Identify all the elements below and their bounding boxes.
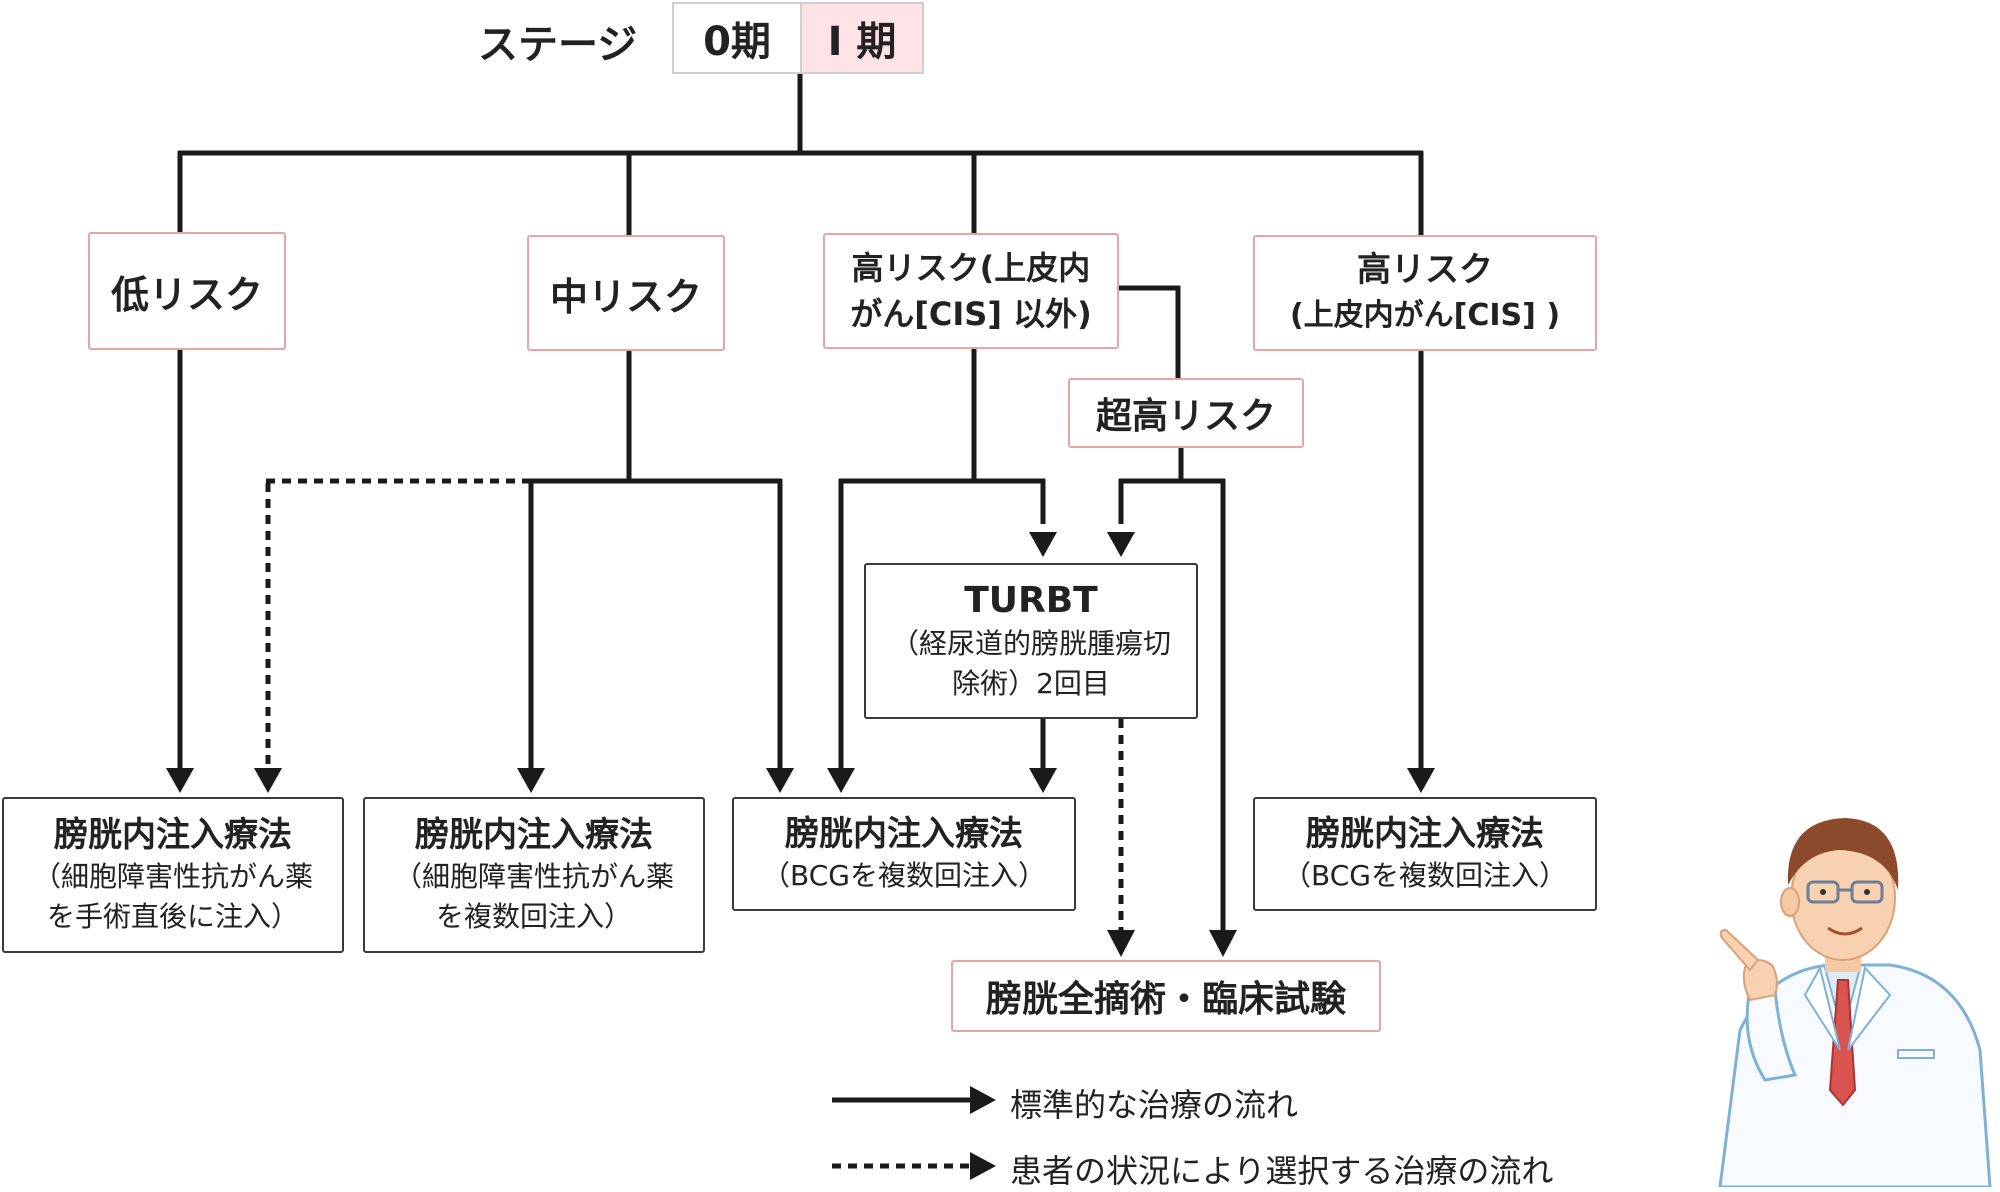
stage-option-0[interactable]: 0期 (672, 2, 802, 74)
risk-ultra-high-label: 超高リスク (1095, 396, 1276, 437)
treatment-4-line1: （BCGを複数回注入） (1283, 859, 1567, 892)
turbt-line1: （経尿道的膀胱腫瘍切 (890, 627, 1171, 660)
treatment-1-line1: （細胞障害性抗がん薬 (32, 860, 313, 893)
turbt-title: TURBT (964, 580, 1098, 621)
treatment-2-line1: （細胞障害性抗がん薬 (393, 860, 674, 893)
risk-high-cis-line2: (上皮内がん[CIS] ) (1289, 298, 1561, 333)
risk-mid-label: 中リスク (549, 274, 702, 319)
doctor-illustration (1718, 818, 1992, 1187)
risk-high-non-cis-box: 高リスク(上皮内 がん[CIS] 以外) (823, 233, 1119, 349)
treatment-box-4: 膀胱内注入療法 （BCGを複数回注入） (1253, 797, 1597, 911)
risk-ultra-high-box: 超高リスク (1068, 378, 1304, 448)
cystectomy-label: 膀胱全摘術・臨床試験 (985, 979, 1346, 1020)
treatment-1-title: 膀胱内注入療法 (54, 815, 292, 855)
turbt-line2: 除術）2回目 (952, 667, 1110, 700)
treatment-3-title: 膀胱内注入療法 (785, 814, 1023, 854)
cystectomy-box: 膀胱全摘術・臨床試験 (951, 960, 1381, 1032)
treatment-3-line1: （BCGを複数回注入） (762, 859, 1046, 892)
treatment-1-line2: を手術直後に注入） (46, 900, 299, 933)
risk-high-non-cis-line1: 高リスク(上皮内 (851, 249, 1091, 287)
treatment-box-2: 膀胱内注入療法 （細胞障害性抗がん薬 を複数回注入） (363, 797, 705, 953)
treatment-box-3: 膀胱内注入療法 （BCGを複数回注入） (732, 797, 1076, 911)
treatment-2-title: 膀胱内注入療法 (415, 815, 653, 855)
treatment-2-line2: を複数回注入） (435, 900, 632, 933)
risk-low-box: 低リスク (88, 232, 286, 350)
treatment-4-title: 膀胱内注入療法 (1306, 814, 1544, 854)
risk-low-label: 低リスク (110, 272, 263, 317)
legend-optional: 患者の状況により選択する治療の流れ (1010, 1152, 1554, 1190)
arrowheads (166, 532, 1435, 1180)
risk-mid-box: 中リスク (527, 235, 725, 351)
legend-standard: 標準的な治療の流れ (1010, 1086, 1299, 1124)
risk-high-cis-line1: 高リスク (1357, 250, 1493, 290)
turbt-box: TURBT （経尿道的膀胱腫瘍切 除術）2回目 (864, 563, 1198, 719)
risk-high-non-cis-line2: がん[CIS] 以外) (850, 295, 1092, 333)
stage-option-1[interactable]: I 期 (800, 2, 924, 74)
risk-high-cis-box: 高リスク (上皮内がん[CIS] ) (1253, 235, 1597, 351)
stage-label: ステージ (478, 22, 638, 68)
treatment-box-1: 膀胱内注入療法 （細胞障害性抗がん薬 を手術直後に注入） (2, 797, 344, 953)
